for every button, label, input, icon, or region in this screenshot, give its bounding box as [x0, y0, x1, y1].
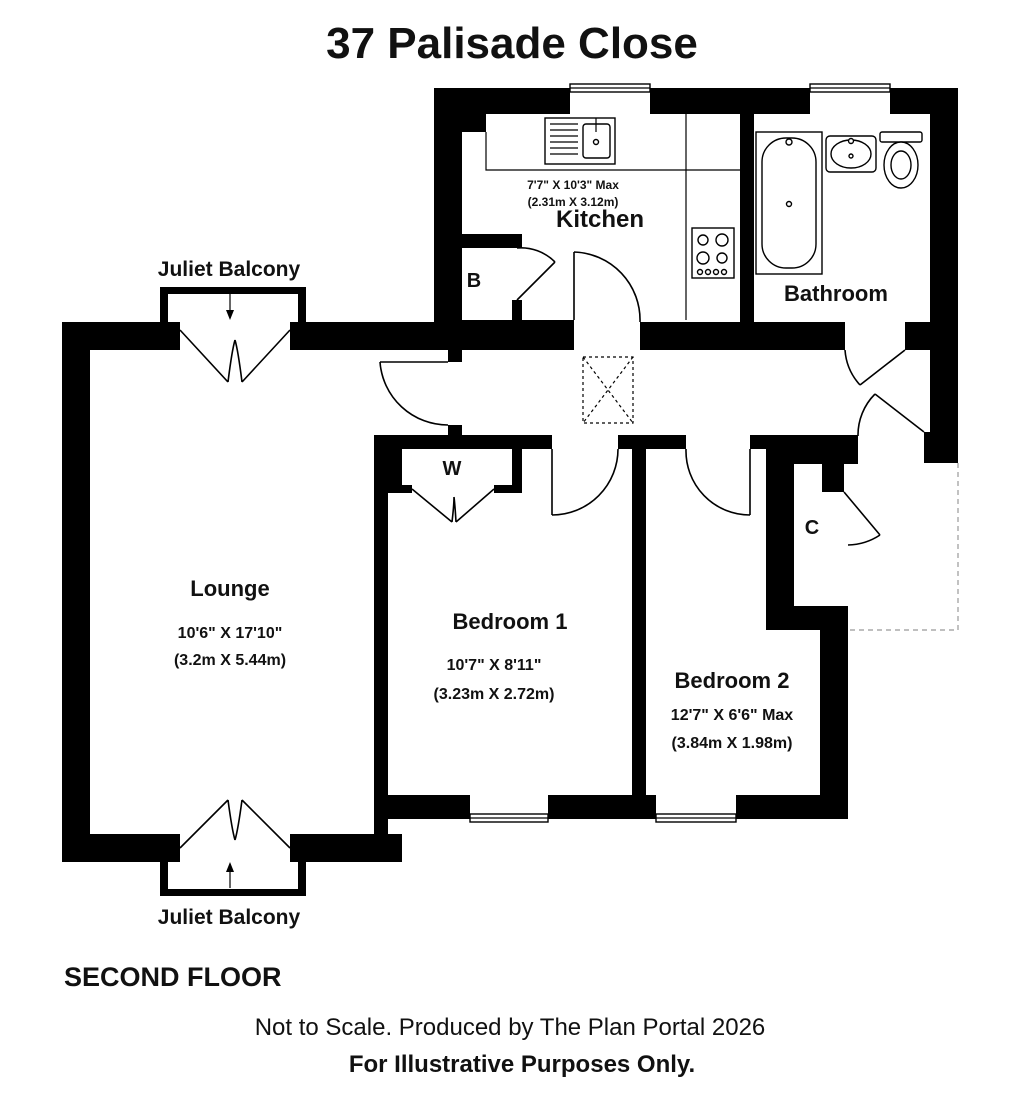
kitchen-north-wall-right [650, 88, 810, 114]
bedroom2-east-wall [820, 630, 848, 815]
boiler-cupboard-top [462, 234, 522, 248]
balcony-top-right-post [298, 287, 306, 322]
kitchen-dims-imperial: 7'7" X 10'3" Max [527, 178, 619, 192]
bedroom-divider-top [618, 435, 686, 449]
bedroom2-dims-imperial: 12'7" X 6'6" Max [671, 707, 794, 724]
boiler-cupboard-nib [512, 234, 522, 248]
toilet-icon [879, 131, 923, 189]
footer-illustrative: For Illustrative Purposes Only. [349, 1051, 695, 1078]
balcony-arrow-bottom-icon [226, 862, 234, 888]
basin-icon [825, 135, 877, 173]
bath-icon [755, 131, 823, 275]
bedroom1-dims-imperial: 10'7" X 8'11" [447, 657, 542, 674]
bedroom1-north-wall [374, 435, 552, 449]
lounge-dims-imperial: 10'6" X 17'10" [178, 625, 283, 642]
bathroom-south-wall [905, 322, 958, 350]
boiler-label: B [467, 270, 481, 292]
external-dashed-line [848, 463, 959, 631]
labels: Juliet Balcony Juliet Balcony 7'7" X 10'… [64, 178, 888, 1078]
cupboard-door [843, 491, 881, 546]
hob-icon [691, 227, 735, 279]
cupboard-door-jamb [822, 448, 844, 492]
boiler-cupboard-door [516, 247, 556, 301]
page-title: 37 Palisade Close [326, 19, 698, 68]
windows [469, 83, 891, 823]
bedroom-partition [632, 435, 646, 815]
wardrobe-right-return [494, 485, 522, 493]
hall-nib-top [448, 350, 462, 362]
lounge-south-wall-left [62, 834, 180, 862]
bedroom2-north-wall [750, 435, 858, 449]
bedroom1-door [551, 448, 619, 516]
balcony-bottom-right-post [298, 862, 306, 896]
lounge-dims-metric: (3.2m X 5.44m) [174, 652, 286, 669]
balcony-bottom-rail [160, 889, 306, 896]
kitchen-south-wall-right [640, 322, 845, 350]
walls [62, 88, 958, 896]
wardrobe-left-wall [388, 449, 402, 493]
bedroom2-door [685, 448, 751, 516]
lounge-bedroom-partition [374, 435, 388, 862]
boiler-cupboard-jamb [512, 300, 522, 324]
doors [179, 247, 925, 849]
fixtures [226, 114, 923, 888]
bedroom1-south-wall-right [548, 795, 656, 819]
lounge-north-wall-left [62, 322, 180, 350]
kitchen-sink-icon [544, 117, 616, 165]
bedroom1-label: Bedroom 1 [453, 609, 568, 634]
balcony-arrow-top-icon [226, 294, 234, 320]
floor-label: SECOND FLOOR [64, 962, 282, 992]
lounge-label: Lounge [190, 576, 269, 601]
wardrobe-left-return [388, 485, 412, 493]
kitchen-bathroom-partition [740, 88, 754, 350]
lounge-north-wall-right [290, 322, 458, 350]
hall-east-stub [924, 432, 958, 463]
bedroom2-dims-metric: (3.84m X 1.98m) [672, 735, 793, 752]
balcony-top-rail [160, 287, 306, 294]
bedroom1-dims-metric: (3.23m X 2.72m) [434, 686, 555, 703]
lounge-door [379, 361, 449, 426]
kitchen-label: Kitchen [556, 206, 644, 233]
kitchen-worktop-top [485, 114, 687, 171]
kitchen-north-wall-left [434, 88, 570, 114]
loft-hatch-icon [582, 356, 634, 424]
entrance-door [857, 393, 925, 437]
kitchen-west-wall [434, 88, 462, 350]
wardrobe-right-wall [512, 449, 522, 493]
wardrobe-doors [411, 488, 495, 523]
east-wall [930, 88, 958, 463]
bedroom1-south-wall-left [374, 795, 470, 819]
juliet-balcony-top-label: Juliet Balcony [158, 258, 301, 281]
kitchen-door [573, 251, 641, 323]
lounge-west-wall [62, 322, 90, 862]
lounge-bottom-french-doors [179, 799, 291, 849]
lounge-top-french-doors [179, 329, 291, 383]
bedroom2-label: Bedroom 2 [675, 668, 790, 693]
bathroom-label: Bathroom [784, 281, 888, 306]
kitchen-south-wall-left [462, 320, 574, 350]
hall-nib-bottom [448, 425, 462, 437]
kitchen-dims-metric: (2.31m X 3.12m) [528, 195, 619, 209]
footer-not-to-scale: Not to Scale. Produced by The Plan Porta… [255, 1014, 766, 1041]
juliet-balcony-bottom-label: Juliet Balcony [158, 906, 301, 929]
balcony-bottom-left-post [160, 862, 168, 896]
balcony-top-left-post [160, 287, 168, 322]
cupboard-label: C [805, 517, 819, 539]
cupboard-west-wall [766, 448, 794, 630]
cupboard-south-wall [766, 606, 848, 630]
kitchen-worktop-right [685, 169, 740, 320]
wardrobe-label: W [443, 458, 462, 480]
kitchen-corner-nib [462, 114, 486, 132]
bathroom-door [844, 349, 906, 386]
